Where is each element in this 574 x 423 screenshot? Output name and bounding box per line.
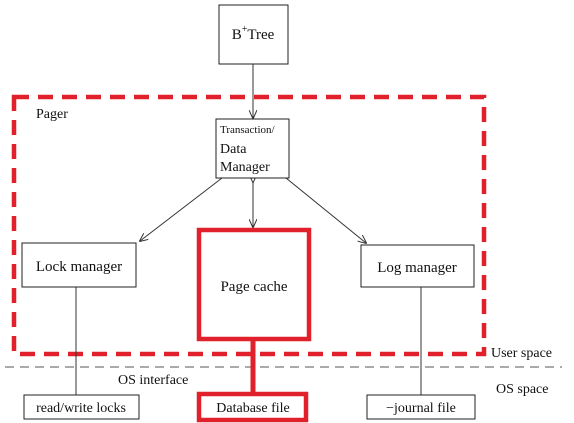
page-cache-box — [196, 227, 312, 342]
os-space-label: OS space — [496, 382, 549, 397]
transaction-label-line2: Data — [220, 142, 247, 157]
btree-node: B+Tree — [218, 4, 289, 65]
btree-box — [218, 4, 289, 65]
transaction-box — [215, 118, 290, 179]
page-cache-label: Page cache — [220, 279, 287, 295]
log-manager-box — [360, 244, 475, 288]
journal-file-label: −journal file — [386, 401, 456, 416]
lock-manager-node: Lock manager — [21, 242, 137, 288]
read-write-locks-box — [23, 394, 140, 420]
read-write-locks-node: read/write locks — [23, 394, 140, 420]
journal-file-node: −journal file — [366, 394, 476, 420]
log-manager-node: Log manager — [360, 244, 475, 288]
user-space-label: User space — [491, 346, 552, 361]
lock-manager-label: Lock manager — [36, 259, 122, 275]
database-file-label: Database file — [216, 401, 289, 416]
journal-file-box — [366, 394, 476, 420]
transaction-to-lock-manager-arrow — [140, 177, 223, 241]
page-cache-node: Page cache — [196, 227, 312, 342]
log-manager-label: Log manager — [377, 260, 457, 276]
lock-manager-box — [21, 242, 137, 288]
database-file-node: Database file — [196, 391, 309, 423]
read-write-locks-label: read/write locks — [36, 401, 126, 416]
os-interface-label: OS interface — [118, 373, 188, 388]
transaction-label-line3: Manager — [220, 160, 270, 175]
database-file-box — [196, 391, 309, 423]
btree-label: B+Tree — [232, 24, 275, 43]
transaction-label-line1: Transaction/ — [220, 124, 276, 136]
transaction-to-log-manager-arrow — [285, 177, 366, 243]
transaction-node: Transaction/ Data Manager — [215, 118, 290, 179]
pager-boundary — [11, 94, 487, 357]
pager-region-label: Pager — [36, 107, 68, 122]
